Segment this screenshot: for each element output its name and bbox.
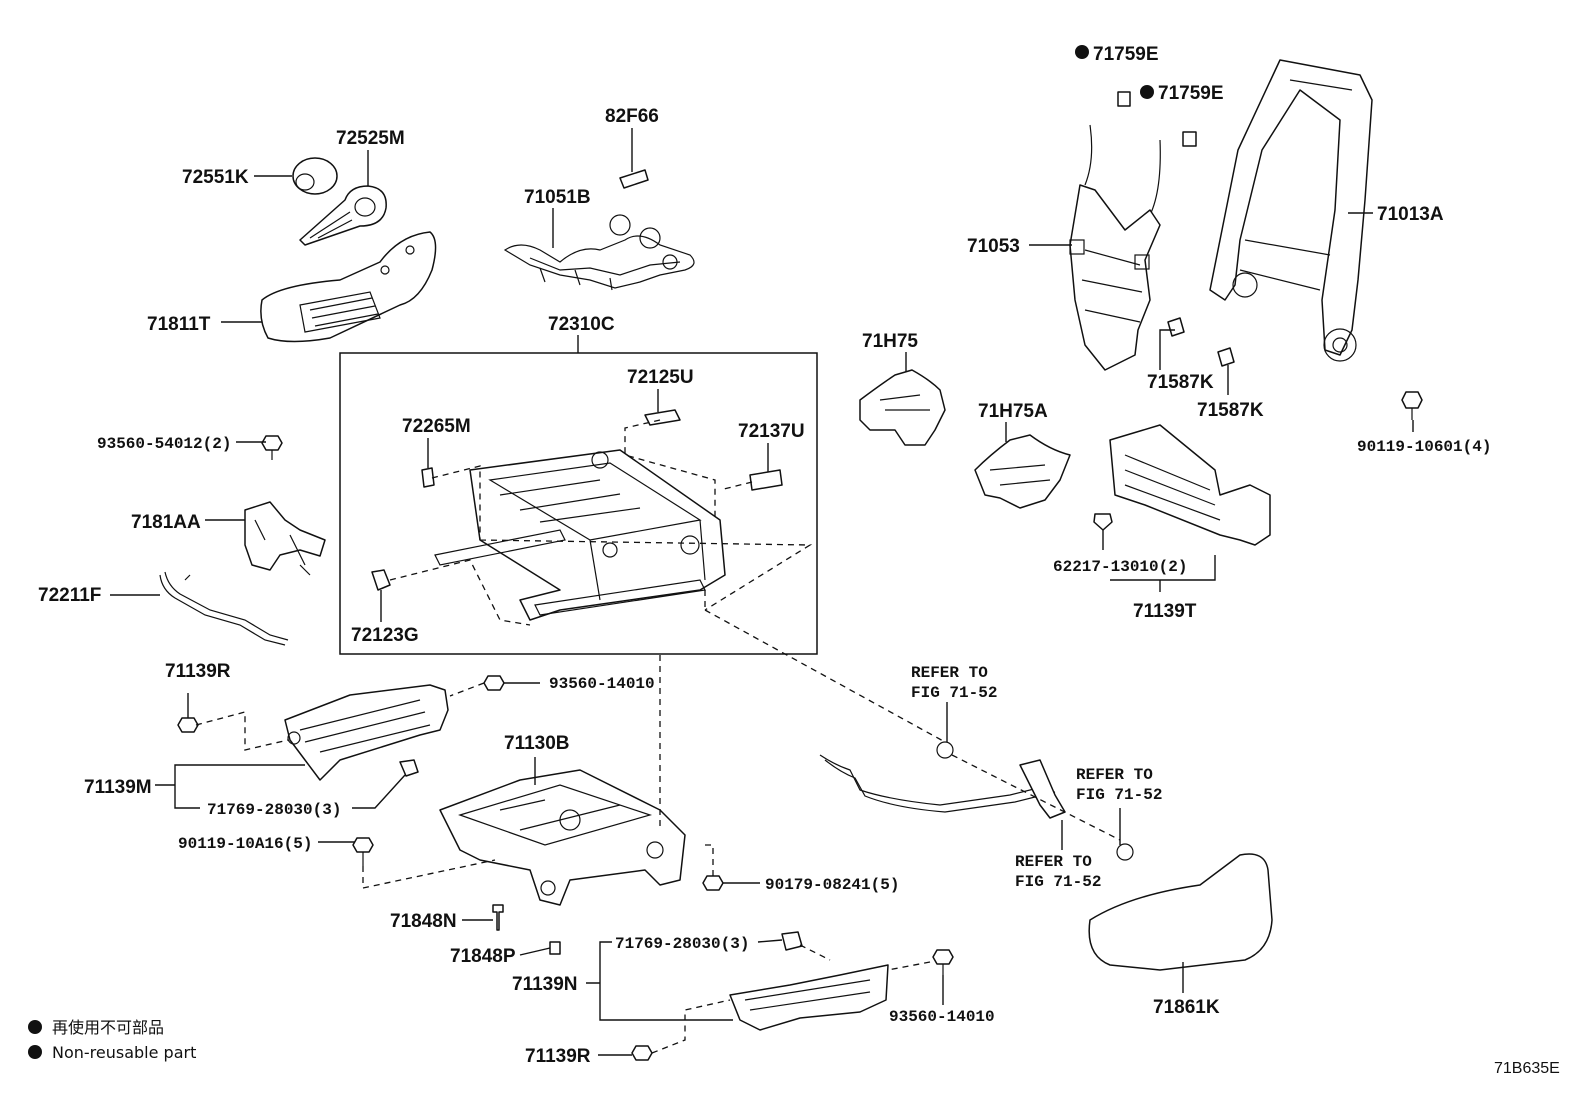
label-71587K-b: 71587K: [1197, 400, 1264, 421]
label-7181AA: 7181AA: [131, 512, 201, 533]
cover-72265M: [421, 467, 435, 488]
bolt-90119-10601: [1401, 391, 1423, 420]
ref-fig-71-52-a-line1: REFER TO: [911, 664, 988, 682]
spring-assembly-71053: [1069, 124, 1161, 371]
label-71H75A: 71H75A: [978, 401, 1048, 422]
rod-72211F: [159, 571, 289, 646]
ref-fig-71-52-b-line1: REFER TO: [1076, 766, 1153, 784]
label-71861K: 71861K: [1153, 997, 1220, 1018]
legend: 再使用不可部品 Non-reusable part: [28, 1018, 196, 1062]
label-90179-08241: 90179-08241(5): [765, 876, 899, 894]
label-72137U: 72137U: [738, 421, 805, 442]
label-90119-10601: 90119-10601(4): [1357, 438, 1491, 456]
cover-72125U: [644, 409, 681, 426]
label-71139T: 71139T: [1133, 601, 1197, 622]
label-72525M: 72525M: [336, 128, 405, 149]
clip-71587K-b: [1217, 347, 1235, 367]
label-71139R-b: 71139R: [525, 1046, 591, 1067]
clip-71759E-a: [1117, 91, 1131, 107]
label-71769-28030-a: 71769-28030(3): [207, 801, 341, 819]
label-82F66: 82F66: [605, 106, 659, 127]
cover-71139T: [1109, 424, 1271, 546]
seatback-frame-71013A: [1209, 59, 1373, 362]
figure-code: 71B635E: [1494, 1060, 1560, 1077]
wire-seatbelt-assembly: [819, 741, 1134, 861]
label-71759E-a: 71759E: [1093, 44, 1159, 65]
shield-71H75A: [974, 434, 1071, 509]
label-72310C: 72310C: [548, 314, 615, 335]
bolt-71139R-b: [631, 1045, 653, 1061]
recliner-knob-72551K: [292, 157, 338, 195]
legend-marker-1: [28, 1020, 42, 1034]
label-71587K-a: 71587K: [1147, 372, 1214, 393]
clip-71769-28030-b: [781, 931, 803, 951]
label-72265M: 72265M: [402, 416, 471, 437]
label-71053: 71053: [967, 236, 1020, 257]
label-71139M: 71139M: [84, 777, 152, 798]
label-71139N: 71139N: [512, 974, 578, 995]
non-reusable-marker-a: [1075, 45, 1089, 59]
shield-71139M: [284, 684, 449, 781]
legend-marker-2: [28, 1045, 42, 1059]
seat-cushion-shield-71811T: [260, 231, 437, 343]
shield-71139N: [729, 964, 889, 1031]
wire-harness-71051B: [503, 214, 695, 291]
ref-fig-71-52-b-line2: FIG 71-52: [1076, 786, 1162, 804]
label-71848N: 71848N: [390, 911, 457, 932]
non-reusable-marker-b: [1140, 85, 1154, 99]
recliner-cover-72525M: [299, 185, 387, 246]
label-71848P: 71848P: [450, 946, 516, 967]
bracket-7181AA: [244, 501, 326, 576]
seat-cushion-cover-71861K: [1088, 853, 1273, 971]
cover-72137U: [749, 469, 783, 491]
ref-fig-71-52-a-line2: FIG 71-52: [911, 684, 997, 702]
pin-71848P: [549, 941, 561, 955]
label-72551K: 72551K: [182, 167, 249, 188]
bolt-71139R-a: [177, 717, 199, 733]
label-93560-54012: 93560-54012(2): [97, 435, 231, 453]
clip-71587K-a: [1167, 317, 1185, 337]
ref-fig-71-52-c-line1: REFER TO: [1015, 853, 1092, 871]
label-72211F: 72211F: [38, 585, 101, 606]
seat-frame-71130B: [439, 769, 686, 906]
label-71811T: 71811T: [147, 314, 211, 335]
label-93560-14010-b: 93560-14010: [889, 1008, 995, 1026]
seat-adjuster-72310C: [434, 449, 726, 621]
bolt-90119-10A16: [352, 837, 374, 866]
label-72123G: 72123G: [351, 625, 419, 646]
switch-82F66: [619, 169, 649, 189]
label-71759E-b: 71759E: [1158, 83, 1224, 104]
cover-72123G: [371, 569, 391, 591]
label-71H75: 71H75: [862, 331, 918, 352]
ref-fig-71-52-c-line2: FIG 71-52: [1015, 873, 1101, 891]
clip-71759E-b: [1182, 131, 1197, 147]
label-71051B: 71051B: [524, 187, 591, 208]
shield-71H75: [859, 369, 946, 446]
label-71139R-a: 71139R: [165, 661, 231, 682]
bolt-93560-54012: [261, 435, 283, 460]
label-71130B: 71130B: [504, 733, 570, 754]
bolt-93560-14010-b: [932, 949, 954, 975]
bolt-93560-14010-a: [483, 675, 505, 691]
legend-item-english: Non-reusable part: [52, 1043, 196, 1062]
pin-71848N: [492, 904, 504, 931]
label-93560-14010-a: 93560-14010: [549, 675, 655, 693]
nut-90179-08241: [702, 875, 724, 891]
legend-item-japanese: 再使用不可部品: [52, 1018, 164, 1037]
label-71769-28030-b: 71769-28030(3): [615, 935, 749, 953]
clip-62217-13010: [1093, 513, 1113, 531]
label-90119-10A16: 90119-10A16(5): [178, 835, 312, 853]
label-72125U: 72125U: [627, 367, 694, 388]
label-62217-13010: 62217-13010(2): [1053, 558, 1187, 576]
clip-71769-28030-a: [399, 759, 419, 777]
label-71013A: 71013A: [1377, 204, 1444, 225]
